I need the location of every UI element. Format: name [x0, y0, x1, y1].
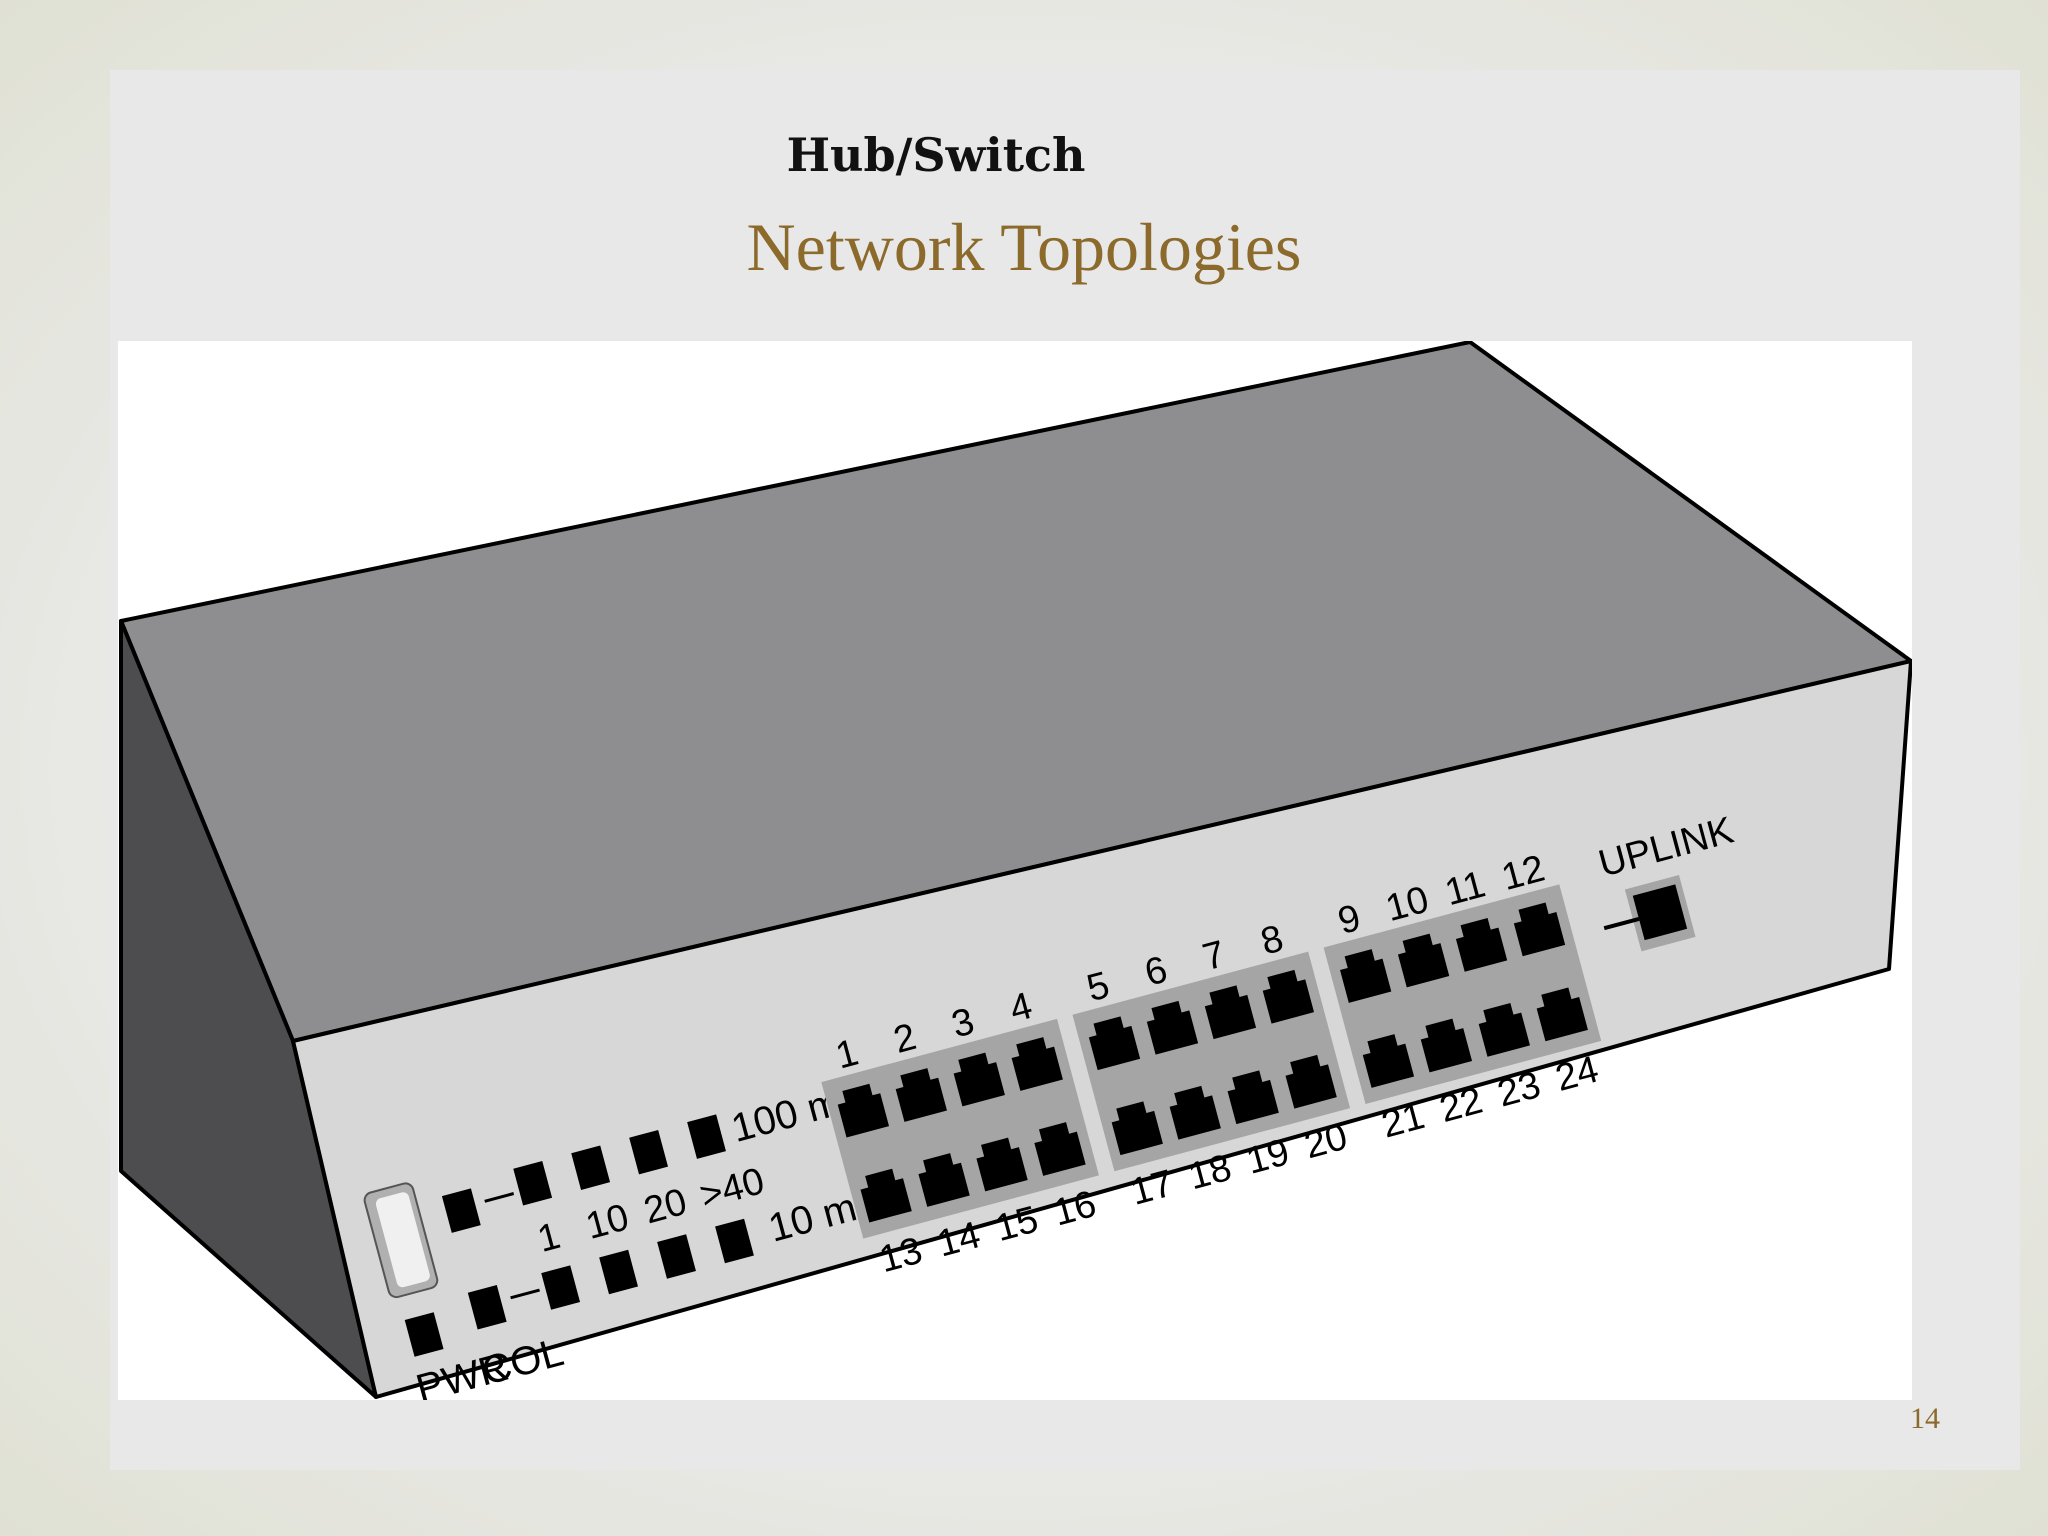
led-100-40	[687, 1114, 726, 1159]
ethernet-port-22[interactable]	[1418, 1017, 1473, 1073]
ethernet-port-8[interactable]	[1260, 968, 1315, 1024]
ethernet-port-14[interactable]	[915, 1151, 970, 1207]
front-panel-group: PWR COL 1 10 20 >40 100 mpbs 10 mpbs 113…	[363, 809, 1738, 1411]
ethernet-port-16[interactable]	[1031, 1120, 1086, 1176]
led-10-20	[657, 1234, 696, 1279]
page-number: 14	[1910, 1402, 1940, 1435]
led-10-10	[599, 1249, 638, 1295]
ethernet-port-11[interactable]	[1453, 916, 1508, 972]
ethernet-port-2[interactable]	[893, 1066, 947, 1122]
uplink-link-line	[1603, 916, 1640, 931]
ethernet-port-6[interactable]	[1144, 999, 1199, 1055]
led-10-1	[541, 1265, 581, 1310]
ethernet-port-20[interactable]	[1282, 1053, 1337, 1109]
led-10-40	[715, 1218, 754, 1264]
ethernet-port-9[interactable]	[1337, 947, 1392, 1003]
slide-title: Network Topologies	[746, 209, 1302, 285]
dash-bottom	[510, 1288, 540, 1300]
slide-subtitle: Hub/Switch	[786, 128, 1086, 182]
ethernet-port-7[interactable]	[1202, 983, 1257, 1040]
dash-top	[484, 1192, 515, 1203]
led-100-1	[513, 1161, 553, 1206]
ethernet-port-17[interactable]	[1109, 1099, 1163, 1156]
ethernet-port-23[interactable]	[1476, 1001, 1530, 1057]
uplink-port[interactable]	[1632, 884, 1688, 941]
col-led-bottom	[467, 1284, 507, 1330]
ethernet-port-19[interactable]	[1224, 1068, 1279, 1125]
ethernet-port-13[interactable]	[857, 1167, 912, 1223]
col-led-top	[441, 1188, 481, 1233]
ethernet-port-5[interactable]	[1086, 1014, 1141, 1071]
power-switch[interactable]	[363, 1182, 439, 1299]
ethernet-port-3[interactable]	[951, 1051, 1005, 1107]
pwr-led	[404, 1312, 444, 1357]
switch-drawing: PWR COL 1 10 20 >40 100 mpbs 10 mpbs 113…	[119, 340, 1913, 1411]
ethernet-port-12[interactable]	[1511, 900, 1566, 957]
ethernet-port-24[interactable]	[1534, 985, 1588, 1042]
ethernet-port-21[interactable]	[1360, 1032, 1415, 1088]
ethernet-port-15[interactable]	[973, 1136, 1028, 1192]
ethernet-port-10[interactable]	[1395, 932, 1450, 988]
ethernet-port-18[interactable]	[1166, 1084, 1221, 1140]
led-100-20	[629, 1129, 668, 1175]
ethernet-port-1[interactable]	[835, 1082, 890, 1138]
ethernet-port-4[interactable]	[1008, 1035, 1063, 1091]
led-100-10	[571, 1145, 611, 1190]
